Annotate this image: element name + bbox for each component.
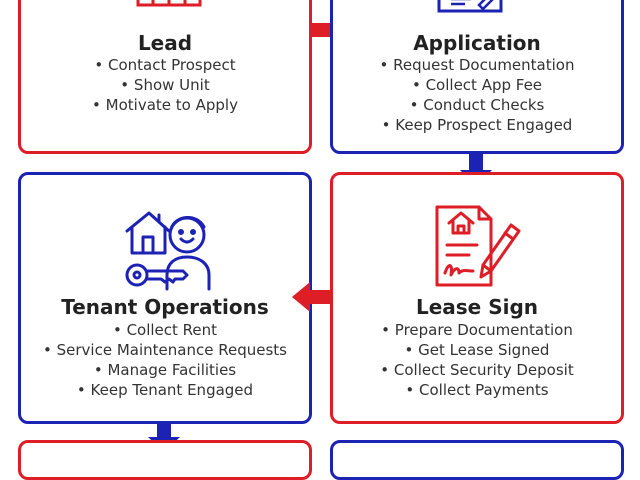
list-item: Keep Tenant Engaged	[21, 380, 309, 400]
list-item: Get Lease Signed	[333, 340, 621, 360]
list-item: Request Documentation	[333, 55, 621, 75]
list-item: Motivate to Apply	[21, 95, 309, 115]
lease-sign-card: Lease Sign Prepare Documentation Get Lea…	[330, 172, 624, 424]
tenant-operations-card: Tenant Operations Collect Rent Service M…	[18, 172, 312, 424]
application-card: Application Request Documentation Collec…	[330, 0, 624, 154]
lead-items: Contact Prospect Show Unit Motivate to A…	[21, 55, 309, 115]
list-item: Keep Prospect Engaged	[333, 115, 621, 135]
lead-title: Lead	[137, 31, 193, 55]
lease-sign-title: Lease Sign	[415, 295, 539, 319]
lead-card: Lead Contact Prospect Show Unit Motivate…	[18, 0, 312, 154]
tenant-house-key-icon	[123, 205, 215, 296]
storefront-icon	[136, 0, 202, 12]
arrow-left-icon	[292, 282, 332, 317]
list-item: Contact Prospect	[21, 55, 309, 75]
next-stage-card-right	[330, 440, 624, 480]
tenant-operations-title: Tenant Operations	[61, 295, 269, 319]
list-item: Show Unit	[21, 75, 309, 95]
list-item: Collect Payments	[333, 380, 621, 400]
arrow-down-icon	[148, 424, 180, 457]
list-item: Prepare Documentation	[333, 320, 621, 340]
application-items: Request Documentation Collect App Fee Co…	[333, 55, 621, 135]
list-item: Collect Security Deposit	[333, 360, 621, 380]
next-stage-card-left	[18, 440, 312, 480]
list-item: Collect Rent	[21, 320, 309, 340]
list-item: Manage Facilities	[21, 360, 309, 380]
tenant-operations-items: Collect Rent Service Maintenance Request…	[21, 320, 309, 400]
list-item: Conduct Checks	[333, 95, 621, 115]
signed-lease-icon	[433, 203, 523, 294]
list-item: Service Maintenance Requests	[21, 340, 309, 360]
application-form-icon	[435, 0, 507, 20]
application-title: Application	[413, 31, 541, 55]
list-item: Collect App Fee	[333, 75, 621, 95]
lease-sign-items: Prepare Documentation Get Lease Signed C…	[333, 320, 621, 400]
